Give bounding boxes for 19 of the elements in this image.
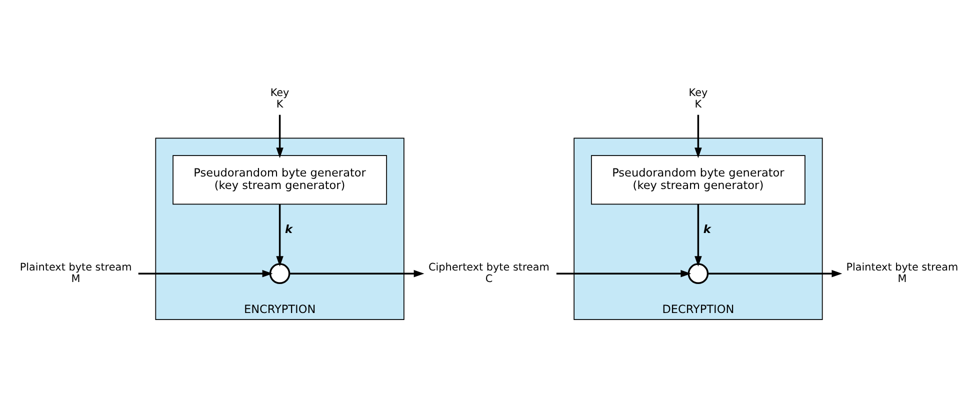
node-text: Plaintext byte stream M [20,262,132,285]
node-text: Key K [688,87,708,110]
arrow [276,114,284,158]
arrow [276,204,284,267]
node-box: Pseudorandom byte generator (key stream generator) [591,155,806,205]
arrow [290,270,424,278]
node-box: Pseudorandom byte generator (key stream generator) [172,155,387,205]
arrow [694,114,702,158]
arrow [556,270,692,278]
edge-label: k [703,223,711,236]
arrow [708,270,842,278]
node-circle [269,263,290,284]
node-circle [688,263,709,284]
arrow [694,204,702,267]
edge-label: k [285,223,293,236]
node-text: Plaintext byte stream M [846,262,958,285]
node-text: Ciphertext byte stream C [428,262,550,285]
arrow [138,270,273,278]
node-text: Key K [270,87,290,110]
